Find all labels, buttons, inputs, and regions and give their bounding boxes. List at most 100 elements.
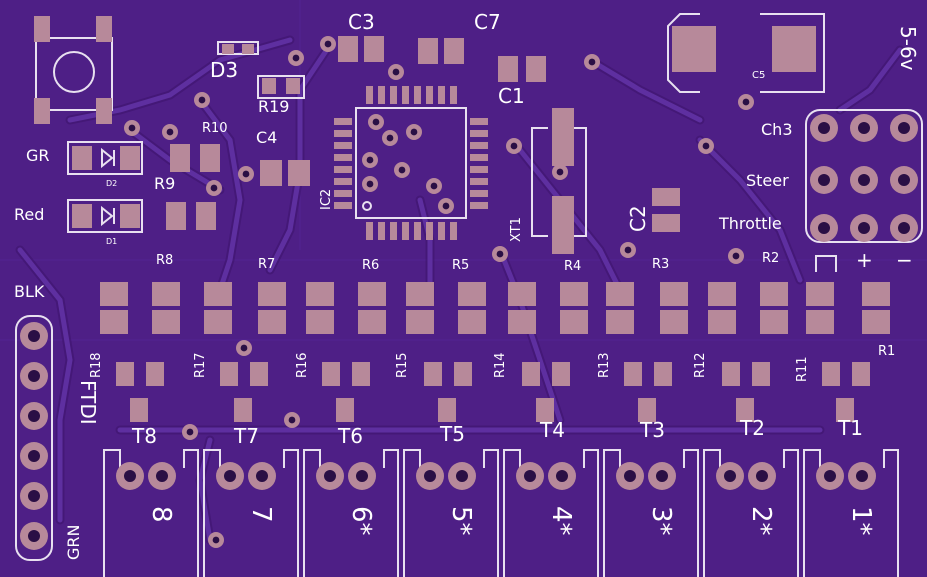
ic-pin [426,222,433,240]
resistor-pad [424,362,442,386]
ic-pin [470,142,488,149]
c4-pad [260,160,282,186]
label-ch3: Ch3 [761,120,793,139]
label-c1: C1 [498,84,525,108]
drill-hole [724,470,736,482]
resistor-pad [806,282,834,306]
button-pad [34,98,50,124]
servo-connector-housing [403,449,499,577]
ic-pin [470,166,488,173]
drill-hole [756,470,768,482]
resistor-pad [560,282,588,306]
ic-pin [402,86,409,104]
ic-pin [334,118,352,125]
resistor-pad [708,282,736,306]
resistor-pad [660,282,688,306]
drill-hole [496,250,504,258]
resistor-pad [454,362,472,386]
ic-pin [470,154,488,161]
ic-pin [334,202,352,209]
ic-pin [438,86,445,104]
label-steer: Steer [746,171,789,190]
drill-hole [898,174,910,186]
resistor-pad [100,310,128,334]
ic-pin [334,178,352,185]
ic-pin [470,202,488,209]
label-t2: T2 [740,416,765,440]
transistor-pad [130,398,148,422]
drill-hole [386,134,394,142]
button-pad [96,98,112,124]
connector-label: 2* [746,506,776,536]
label-c2: C2 [626,205,650,232]
r9-pad [166,202,186,230]
c4-pad [288,160,310,186]
resistor-pad [708,310,736,334]
label-gr: GR [26,146,50,165]
ic-pin [414,222,421,240]
button-pad [96,16,112,42]
resistor-pad [852,362,870,386]
resistor-pad [258,282,286,306]
drill-hole [288,416,296,424]
button-pad [34,16,50,42]
drill-hole [588,58,596,66]
c2-pad [652,188,680,206]
servo-connector-housing [503,449,599,577]
drill-hole [256,470,268,482]
drill-hole [212,536,220,544]
resistor-pad [760,282,788,306]
label-t3: T3 [640,418,665,442]
resistor-pad [458,282,486,306]
ic-pin [450,86,457,104]
led-pad [72,204,92,228]
connector-label: 5* [446,506,476,536]
led-pad [120,146,140,170]
ic-pin [470,178,488,185]
transistor-pad [836,398,854,422]
resistor-pad [508,310,536,334]
drill-hole [556,470,568,482]
r19-pad [262,78,276,94]
label-c5: C5 [752,70,766,81]
resistor-pad [822,362,840,386]
label-r6: R6 [362,258,380,273]
drill-hole [392,68,400,76]
servo-connector-housing [803,449,899,577]
connector-label: 8 [146,506,176,523]
drill-hole [524,470,536,482]
ic-pin [334,142,352,149]
label-c3: C3 [348,10,375,34]
resistor-pad [204,282,232,306]
drill-hole [324,470,336,482]
resistor-pad [406,282,434,306]
transistor-pad [536,398,554,422]
ic-pin [334,166,352,173]
drill-hole [824,470,836,482]
servo-connector-housing [203,449,299,577]
drill-hole [702,142,710,150]
label-t4: T4 [540,418,565,442]
ic-pin [470,190,488,197]
drill-hole [858,174,870,186]
resistor-pad [862,282,890,306]
ic-pin [378,86,385,104]
label-r17: R17 [193,352,208,378]
c3-pad [338,36,358,62]
drill-hole [858,222,870,234]
label-voltage: 5-6v [896,26,920,71]
resistor-pad [322,362,340,386]
label-d2: D2 [106,179,118,188]
led-pad [72,146,92,170]
resistor-pad [458,310,486,334]
drill-hole [398,166,406,174]
drill-hole [858,122,870,134]
drill-hole [242,170,250,178]
servo-connector-housing [603,449,699,577]
label-r16: R16 [295,352,310,378]
resistor-pad [258,310,286,334]
drill-hole [818,174,830,186]
c5-pad [772,26,816,72]
resistor-pad [862,310,890,334]
